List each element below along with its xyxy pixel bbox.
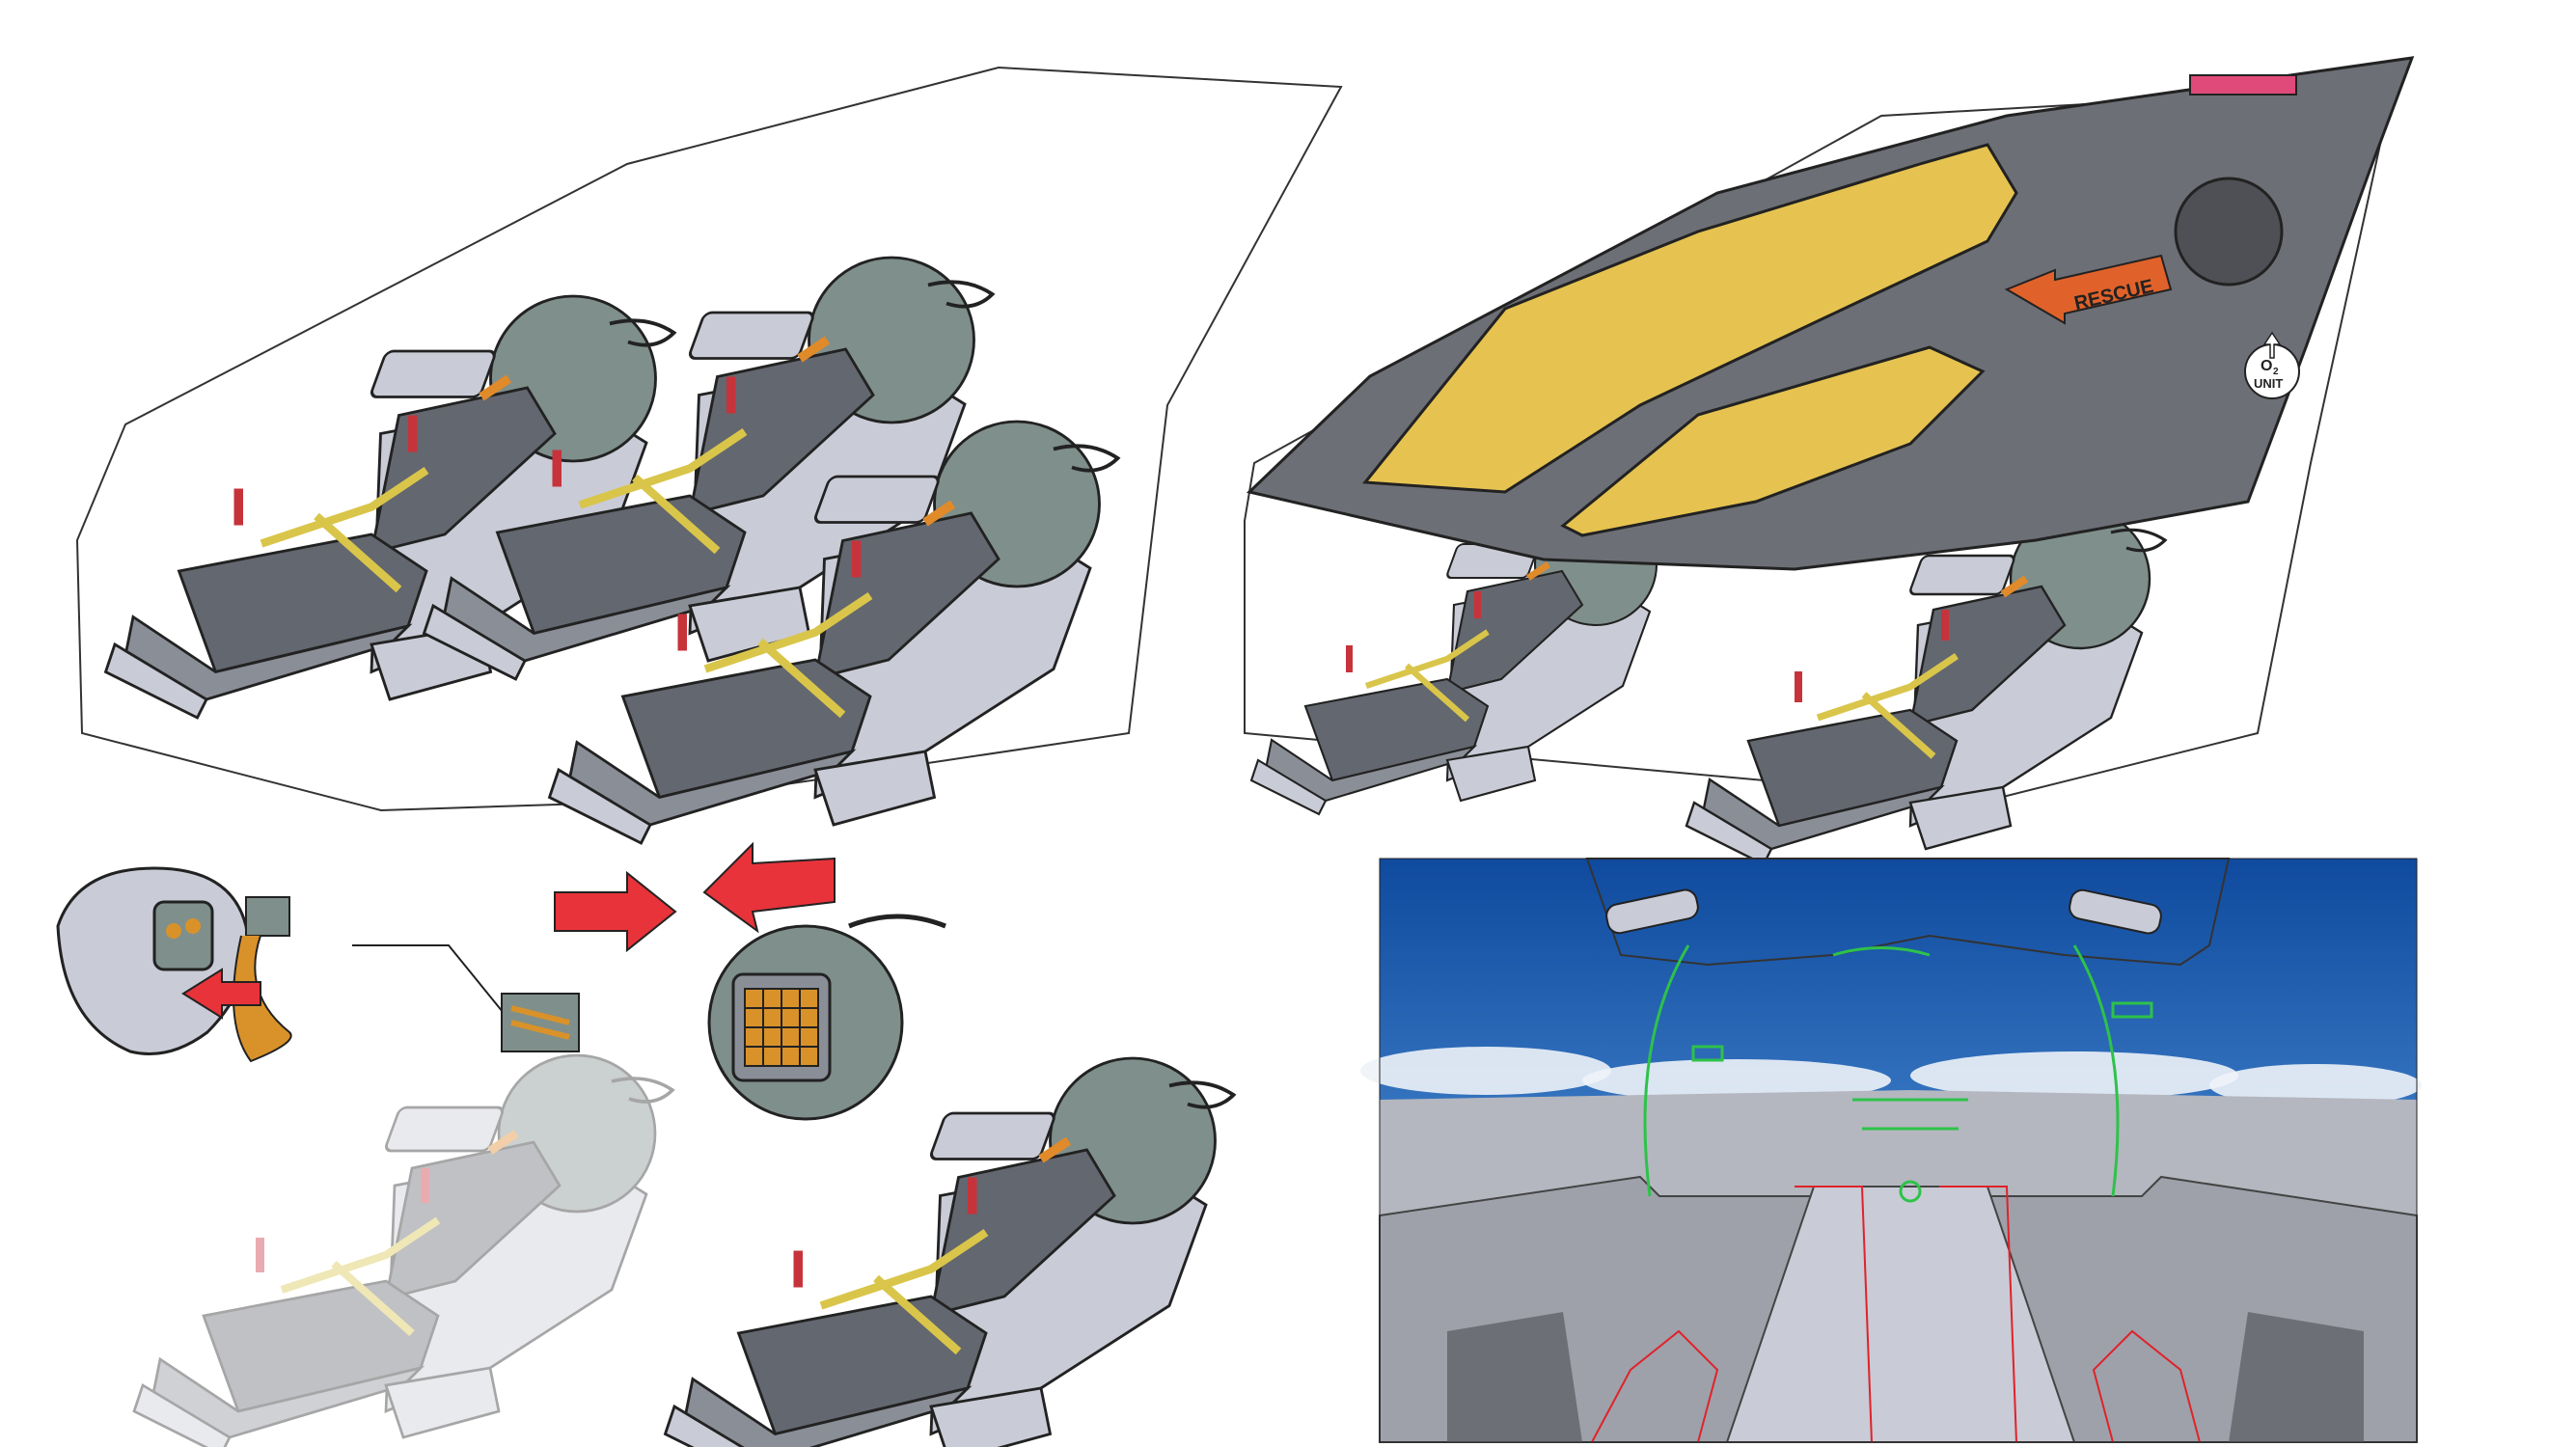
hud-overlay: [1643, 944, 2153, 1203]
o2-label: O: [2261, 358, 2272, 374]
o2-unit-marker: O 2 UNIT: [2244, 331, 2300, 399]
panel-hull-cover: RESCUE O 2 UNIT: [1244, 56, 2415, 864]
panel-connector-detail: [56, 841, 1234, 1447]
arrow-right-icon: [554, 870, 677, 953]
pilot-arms-sketch: [1591, 1186, 2201, 1443]
rescue-arrow-icon: RESCUE: [2004, 254, 2173, 325]
o2-subscript: 2: [2273, 367, 2279, 377]
panel-cockpit-view: [1360, 858, 2422, 1443]
arrow-into-head-icon: [181, 968, 261, 1020]
unit-label: UNIT: [2254, 376, 2283, 391]
arrow-left-icon: [702, 841, 836, 934]
o2-up-arrow-icon: [2262, 331, 2282, 359]
panel-seats-cluster: [75, 66, 1343, 843]
